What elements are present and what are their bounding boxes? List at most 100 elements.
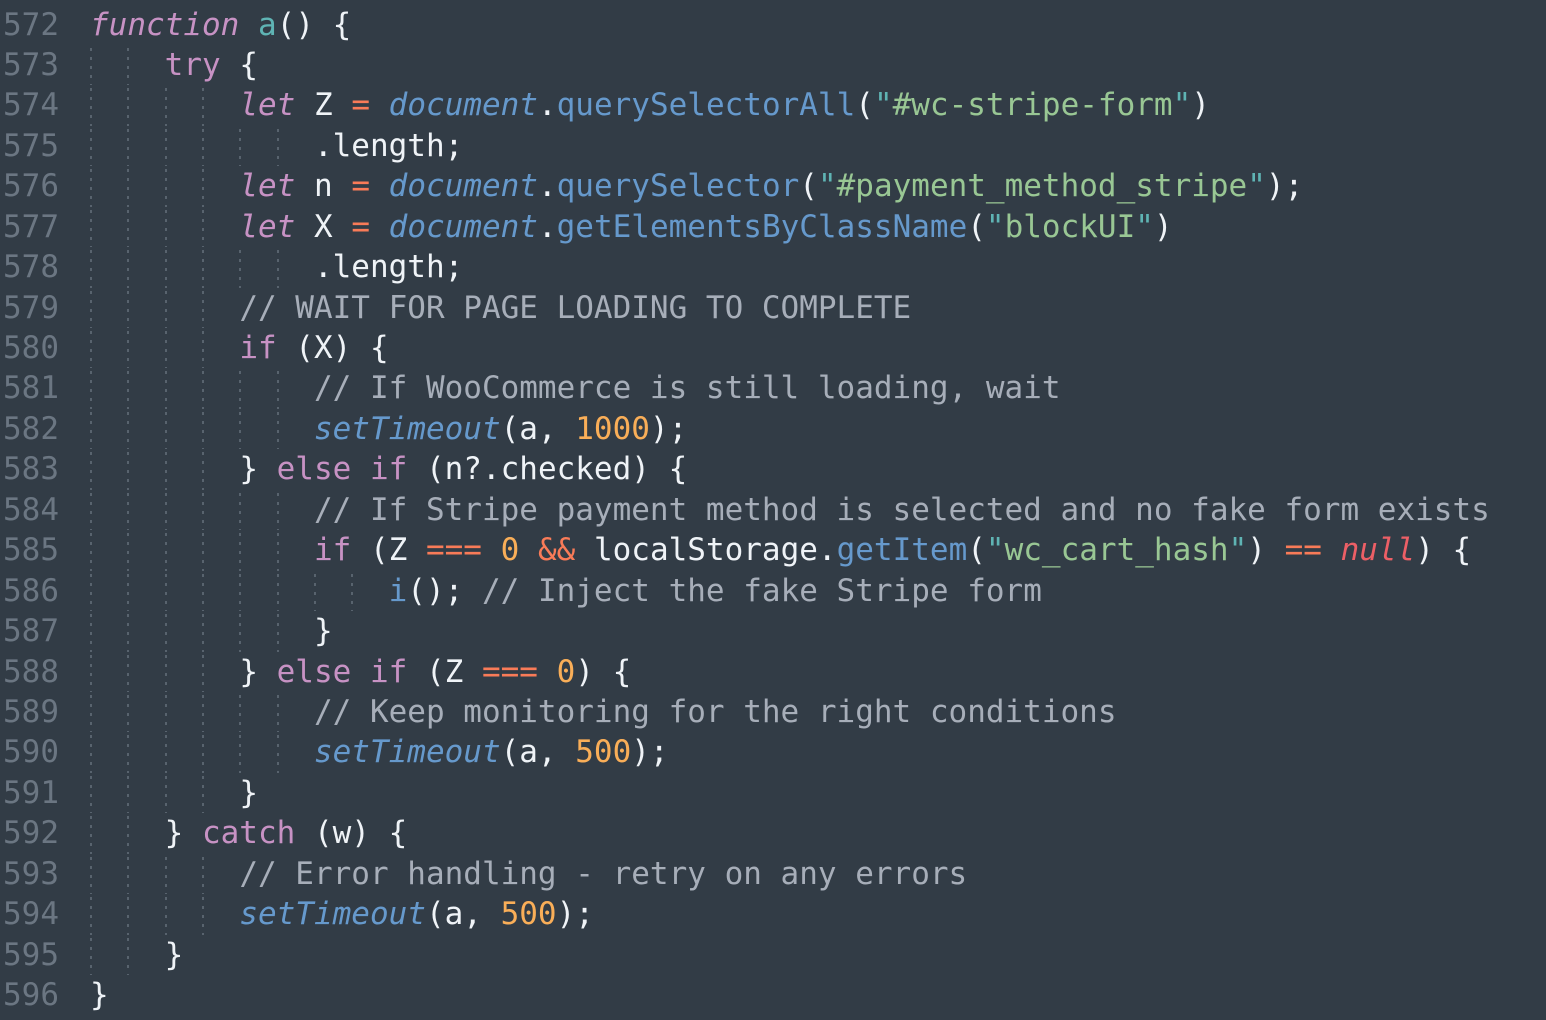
line-number: 575 <box>3 127 59 164</box>
code-token-pun <box>482 530 501 570</box>
code-token-op: == <box>1284 532 1322 569</box>
code-token-kw: if <box>313 532 352 569</box>
code-token-pun: } <box>239 653 277 690</box>
code-line[interactable]: 575.length; <box>0 125 1546 167</box>
indent-guide <box>90 570 128 612</box>
indent-guide <box>90 449 128 490</box>
code-line[interactable]: 587} <box>0 611 1546 652</box>
indent-guide <box>127 530 165 571</box>
code-token-pun: () { <box>276 6 352 43</box>
code-line[interactable]: 595} <box>0 934 1546 975</box>
code-token-pun: } <box>90 977 109 1013</box>
indent-guide <box>239 408 277 450</box>
indent-guide <box>201 691 240 733</box>
indent-guide <box>276 125 314 167</box>
code-token-pun: ) { <box>575 653 632 690</box>
code-token-kwi: let <box>239 87 296 124</box>
line-number: 587 <box>3 613 59 650</box>
code-line[interactable]: 593// Error handling - retry on any erro… <box>0 853 1546 895</box>
indent-guide <box>201 651 240 692</box>
code-line[interactable]: 584// If Stripe payment method is select… <box>0 489 1546 531</box>
code-token-pun: ( <box>855 87 874 124</box>
indent-guide <box>90 44 128 86</box>
indent-guide <box>276 570 314 612</box>
code-content: } <box>90 611 1546 652</box>
indent-guide <box>164 894 202 935</box>
line-number: 580 <box>3 330 59 366</box>
indent-guide <box>201 206 240 248</box>
indent-guide <box>164 85 202 126</box>
code-token-pun: ( <box>799 168 818 205</box>
code-line[interactable]: 591} <box>0 772 1546 814</box>
code-content: // If WooCommerce is still loading, wait <box>90 368 1546 409</box>
indent-guide <box>164 732 202 773</box>
code-token-num: 0 <box>500 532 520 569</box>
code-token-pun: ( <box>967 532 986 569</box>
code-line[interactable]: 585 if (Z === 0 && localStorage.getItem("… <box>0 530 1546 571</box>
code-token-op: === <box>481 653 538 690</box>
code-token-me: querySelector <box>556 168 800 205</box>
code-token-op: = <box>351 87 370 124</box>
indent-guide <box>239 732 277 773</box>
indent-guide <box>127 166 165 207</box>
code-token-ob: setTimeout <box>239 896 426 933</box>
indent-guide <box>127 85 165 126</box>
indent-guide <box>276 489 314 531</box>
code-token-pun <box>370 85 389 125</box>
code-line[interactable]: 578.length; <box>0 247 1546 288</box>
code-token-com: // If WooCommerce is still loading, wait <box>313 370 1061 407</box>
code-line[interactable]: 589// Keep monitoring for the right cond… <box>0 691 1546 733</box>
indent-guide <box>201 772 240 814</box>
code-token-pun: ) <box>1247 532 1285 569</box>
indent-guide <box>239 570 277 612</box>
indent-guide <box>127 44 165 86</box>
code-line[interactable]: 592 } catch (w) { <box>0 813 1546 854</box>
line-number: 579 <box>3 289 59 326</box>
line-number: 592 <box>3 815 59 852</box>
code-token-pun: ) <box>1191 87 1210 124</box>
code-content: if (Z === 0 && localStorage.getItem("wc_… <box>90 530 1546 571</box>
indent-guide <box>164 166 202 207</box>
line-number: 590 <box>3 734 59 771</box>
indent-guide <box>164 853 202 895</box>
code-token-kwi: let <box>239 208 296 245</box>
code-line[interactable]: 579// WAIT FOR PAGE LOADING TO COMPLETE <box>0 287 1546 328</box>
line-number: 595 <box>3 936 59 973</box>
code-line[interactable]: 583} else if (n?.checked) { <box>0 449 1546 490</box>
code-line[interactable]: 581 // If WooCommerce is still loading, w… <box>0 368 1546 409</box>
line-number: 577 <box>3 208 59 245</box>
indent-guide <box>127 611 165 652</box>
code-line[interactable]: 596} <box>0 975 1546 1015</box>
code-line[interactable]: 588} else if (Z === 0) { <box>0 651 1546 692</box>
line-number: 578 <box>3 249 59 286</box>
code-content: } catch (w) { <box>90 813 1546 854</box>
indent-guide <box>164 206 202 248</box>
indent-guide <box>127 125 165 167</box>
indent-guide <box>239 611 277 652</box>
code-content: let n = document.querySelector("#payment… <box>90 166 1546 207</box>
code-token-ob: document <box>388 87 538 124</box>
code-token-kw: if <box>369 653 408 690</box>
indent-guide <box>201 125 240 167</box>
code-token-pun <box>239 5 258 45</box>
code-token-str: blockUI <box>1004 208 1136 245</box>
indent-guide <box>127 813 165 854</box>
code-token-kwi: let <box>239 168 296 205</box>
code-token-pun <box>519 530 538 570</box>
line-number: 585 <box>3 532 59 569</box>
line-number: 581 <box>3 370 59 407</box>
indent-guide <box>201 287 240 328</box>
indent-guide <box>127 570 165 612</box>
line-number: 582 <box>3 410 59 447</box>
